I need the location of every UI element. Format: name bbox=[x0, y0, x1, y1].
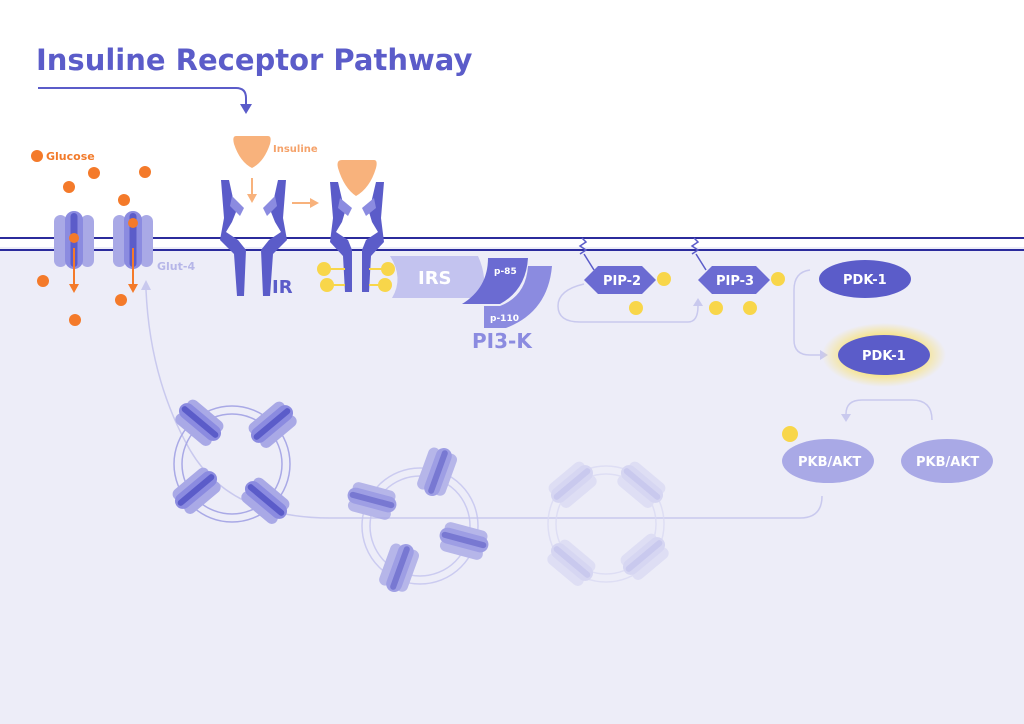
glut4-translocation-arrow-head bbox=[141, 280, 151, 290]
receptor-phosphates bbox=[317, 262, 395, 292]
insuline-label: Insuline bbox=[273, 144, 318, 155]
pi3k-p85 bbox=[462, 258, 528, 304]
pdk1-inactive-node bbox=[819, 260, 911, 298]
pdk1-activation-arrow bbox=[793, 269, 820, 356]
irs-label: IRS bbox=[418, 268, 452, 289]
glut4-translocation-arrow bbox=[145, 289, 823, 519]
p110-label: p-110 bbox=[490, 314, 519, 324]
lipid-tails bbox=[578, 237, 707, 271]
pip2-label: PIP-2 bbox=[603, 274, 641, 289]
pi3k-p110 bbox=[484, 266, 552, 328]
title-arrow bbox=[38, 87, 247, 104]
pip3-label: PIP-3 bbox=[716, 274, 754, 289]
pip3-phosphate-3 bbox=[743, 301, 757, 315]
glucose-transport-arrows bbox=[69, 248, 138, 293]
irs-protein bbox=[390, 256, 485, 298]
pip3-node bbox=[698, 266, 770, 294]
pkb-inactive-node bbox=[901, 439, 993, 483]
pip3-phosphate-2 bbox=[709, 301, 723, 315]
pip2-node bbox=[584, 266, 656, 294]
activation-arrow bbox=[292, 198, 319, 208]
pdk1-active-node bbox=[838, 335, 930, 375]
pdk1-inactive-label: PDK-1 bbox=[843, 273, 887, 288]
insulin-receptor-active bbox=[330, 182, 384, 292]
insuline-molecule bbox=[233, 136, 271, 168]
vesicle-3 bbox=[542, 457, 674, 591]
pip2-to-pip3-arrow-head bbox=[693, 298, 703, 306]
pkb-activation-arrow-head bbox=[841, 414, 851, 422]
vesicle-1 bbox=[167, 395, 302, 529]
title-arrow-head bbox=[240, 104, 252, 114]
cell-interior bbox=[0, 247, 1024, 724]
pip2-phosphate-2 bbox=[629, 301, 643, 315]
glucose-label: Glucose bbox=[46, 150, 95, 163]
pkb-phosphate bbox=[782, 426, 798, 442]
pkb-activation-arrow bbox=[845, 399, 933, 421]
glut4-transporter-2 bbox=[113, 211, 153, 269]
p85-label: p-85 bbox=[494, 267, 517, 277]
pip2-phosphate-1 bbox=[657, 272, 671, 286]
insuline-binding-arrow bbox=[247, 178, 257, 203]
glucose-molecules-inside bbox=[37, 275, 127, 326]
insulin-receptor-inactive bbox=[220, 180, 287, 296]
pkb-inactive-label: PKB/AKT bbox=[916, 455, 979, 470]
glucose-legend-dot bbox=[31, 150, 43, 162]
ir-label: IR bbox=[272, 277, 293, 298]
pi3k-label: PI3-K bbox=[472, 329, 533, 353]
pdk1-active-label: PDK-1 bbox=[862, 349, 906, 364]
pip2-to-pip3-arrow bbox=[557, 283, 699, 323]
glut4-label: Glut-4 bbox=[157, 260, 195, 273]
pkb-active-node bbox=[782, 439, 874, 483]
vesicle-2 bbox=[343, 443, 492, 597]
glucose-molecules-outside bbox=[63, 166, 151, 206]
glut4-transporter-1 bbox=[54, 211, 94, 269]
pip3-phosphate-1 bbox=[771, 272, 785, 286]
pkb-active-label: PKB/AKT bbox=[798, 455, 861, 470]
bound-insuline bbox=[337, 160, 377, 196]
page-title: Insuline Receptor Pathway bbox=[36, 43, 472, 77]
